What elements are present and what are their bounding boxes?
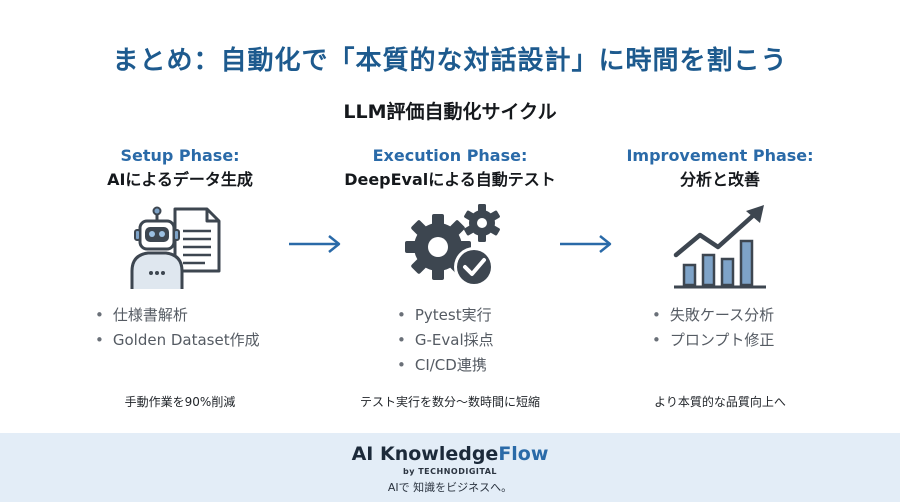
phase-subtitle: 分析と改善 [679, 170, 760, 189]
bullet-list: 仕様書解析 Golden Dataset作成 [95, 303, 260, 353]
setup-phase: Setup Phase: AIによるデータ生成 仕様書解 [50, 145, 310, 409]
phase-subtitle: AIによるデータ生成 [107, 170, 253, 189]
brand-byline: by TECHNODIGITAL [403, 467, 497, 476]
brand-logo: AI KnowledgeFlow [0, 442, 900, 466]
phase-note: 手動作業を90%削減 [124, 395, 236, 409]
phase-subtitle: DeepEvalによる自動テスト [344, 170, 556, 189]
bullet-list: Pytest実行 G-Eval採点 CI/CD連携 [397, 303, 494, 378]
robot-document-icon [130, 206, 221, 289]
phase-name: Setup Phase: [120, 146, 240, 165]
list-item: CI/CD連携 [397, 353, 494, 378]
phase-note: より本質的な品質向上へ [654, 395, 786, 409]
list-item: Golden Dataset作成 [95, 328, 260, 353]
phase-name: Execution Phase: [372, 146, 528, 165]
list-item: 失敗ケース分析 [652, 303, 774, 328]
growth-chart-icon [673, 205, 766, 289]
bullet-list: 失敗ケース分析 プロンプト修正 [652, 303, 775, 353]
list-item: 仕様書解析 [95, 303, 260, 328]
phase-note: テスト実行を数分〜数時間に短縮 [359, 395, 540, 409]
brand-name: AI Knowledge [351, 443, 499, 465]
cycle-title: LLM評価自動化サイクル [343, 101, 557, 123]
list-item: G-Eval採点 [397, 328, 494, 353]
execution-phase: Execution Phase: DeepEvalによる自動テスト [320, 145, 580, 409]
improvement-phase: Improvement Phase: 分析と改善 失敗ケース分析 プロンプト修正… [590, 145, 850, 409]
brand-tagline: AIで 知識をビジネスへ。 [387, 481, 513, 494]
arrow-right-icon [560, 235, 612, 253]
page-title: まとめ：自動化で「本質的な対話設計」に時間を割こう [112, 46, 788, 76]
phase-name: Improvement Phase: [626, 146, 814, 165]
list-item: Pytest実行 [397, 303, 494, 328]
gears-check-icon [405, 204, 500, 287]
arrow-right-icon [289, 235, 341, 253]
list-item: プロンプト修正 [652, 328, 775, 353]
brand-name-accent: Flow [498, 443, 549, 465]
footer: AI KnowledgeFlow by TECHNODIGITAL AIで 知識… [0, 433, 900, 502]
